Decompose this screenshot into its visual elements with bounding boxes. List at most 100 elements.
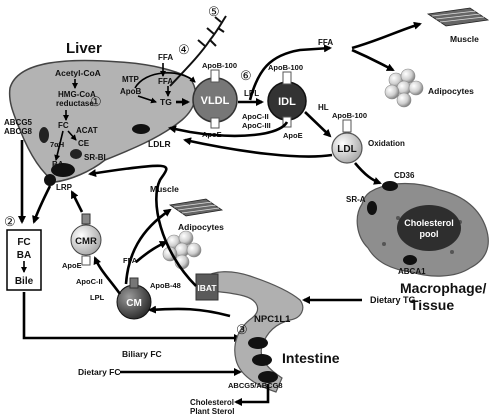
cmr-to-lrp-arrow xyxy=(70,190,84,213)
plant-sterol-label: Plant Sterol xyxy=(190,407,234,416)
ldl-to-ldlr-arrow xyxy=(183,137,333,158)
cholesterol-out-label: Cholesterol xyxy=(190,398,234,407)
oxidation-label: Oxidation xyxy=(368,139,405,148)
cm-label: CM xyxy=(126,298,142,309)
hl-label: HL xyxy=(318,103,329,112)
abcg-transporter xyxy=(39,127,49,143)
muscle-mid-label: Muscle xyxy=(150,184,179,194)
mtp-to-vldl-arrow xyxy=(134,72,196,89)
cmr-apoc2-label: ApoC-II xyxy=(76,277,103,286)
vldl-apob100-tab xyxy=(210,69,220,83)
intestine-shape xyxy=(203,271,304,393)
cholesterol-pool-label-1: Cholesterol xyxy=(404,218,454,228)
bile-box xyxy=(6,229,42,291)
ldl-label: LDL xyxy=(337,144,356,155)
ldl-apob100-tab xyxy=(342,119,352,133)
cd36-receptor xyxy=(382,181,398,191)
idl-apob100-tab xyxy=(282,71,292,85)
acetyl-coa-label: Acetyl-CoA xyxy=(55,68,101,78)
idl-apoc2-label: ApoC-II xyxy=(242,112,269,121)
ldl-apob100-label: ApoB-100 xyxy=(332,111,367,120)
abcg5-abcg8-label: ABCG5/ABCG8 xyxy=(228,381,283,390)
ba-label: BA xyxy=(52,160,64,169)
tissue-title: Tissue xyxy=(410,297,454,313)
idl-to-ldl-arrow xyxy=(304,111,332,138)
fc-to-ce-arrow xyxy=(67,130,77,141)
cmr-label: CMR xyxy=(75,236,97,247)
idl-to-ldlr-arrow xyxy=(168,121,289,138)
ffa-to-adipocytes-arrow xyxy=(351,48,395,72)
ibat-label: IBAT xyxy=(197,283,217,293)
biliary-fc-label: Biliary FC xyxy=(122,349,162,359)
muscle-mid-icon xyxy=(168,198,224,217)
bile-to-intestine-arrow xyxy=(22,292,242,342)
ce-label: CE xyxy=(78,139,90,148)
sr-bi-receptor xyxy=(70,149,82,159)
cmr-apob-tab xyxy=(81,213,91,225)
dietary-fc-label: Dietary FC xyxy=(78,367,121,377)
intestine-to-cm-arrow xyxy=(148,305,231,318)
ffa-top-label: FFA xyxy=(318,38,333,47)
ffa-liver-label: FFA xyxy=(158,77,173,86)
step-1-marker: ① xyxy=(90,94,102,109)
sympathetic-nerve-branch xyxy=(169,15,227,87)
bile-duct-node xyxy=(44,174,56,186)
macrophage-title: Macrophage/ xyxy=(400,280,486,296)
cholesterol-pool-label-2: pool xyxy=(420,229,439,239)
abcg8-label: ABCG8 xyxy=(4,127,33,136)
cm-ffa-to-muscle-arrow xyxy=(124,208,172,285)
npc1l1-transporter-2 xyxy=(252,354,272,366)
fc-to-ba-arrow xyxy=(54,130,64,161)
cmr-apoe-label: ApoE xyxy=(62,261,82,270)
gallbladder-shape xyxy=(51,163,75,177)
step-2-marker: ② xyxy=(4,214,16,229)
liver-shape xyxy=(8,59,197,183)
fc-label: FC xyxy=(58,121,69,130)
step-5-marker: ⑤ xyxy=(208,4,220,19)
npc1l1-label: NPC1L1 xyxy=(254,314,291,325)
abcg5-label: ABCG5 xyxy=(4,118,33,127)
seven-alpha-h-label: 7αH xyxy=(50,140,64,149)
ldl-particle xyxy=(331,132,363,164)
ibat-to-liver-arrow xyxy=(88,164,197,287)
ldlr-receptor xyxy=(132,124,150,134)
sr-a-receptor xyxy=(367,201,377,215)
tg-label: TG xyxy=(160,97,172,107)
ldl-to-macrophage-arrow xyxy=(354,162,382,185)
adipocytes-top-icon xyxy=(384,68,424,108)
vldl-apoe-tab xyxy=(210,117,220,129)
bile-box-bile: Bile xyxy=(15,276,34,287)
cd36-label: CD36 xyxy=(394,171,415,180)
cm-ffa-to-adipocytes-arrow xyxy=(135,240,168,263)
idl-apob100-label: ApoB-100 xyxy=(268,63,303,72)
adipocytes-mid-label: Adipocytes xyxy=(178,222,224,232)
abca1-transporter xyxy=(403,255,417,265)
cm-apob48-label: ApoB-48 xyxy=(150,281,181,290)
cm-to-cmr-arrow xyxy=(93,256,122,295)
vldl-apob100-label: ApoB-100 xyxy=(202,61,237,70)
apob-label: ApoB xyxy=(120,87,142,96)
cmr-particle xyxy=(70,224,102,256)
idl-apoc3-label: ApoC-III xyxy=(242,121,271,130)
abcg5-abcg8-transporter xyxy=(258,371,278,383)
intestine-title: Intestine xyxy=(282,350,340,366)
cholesterol-pool xyxy=(397,205,461,251)
lrp-label: LRP xyxy=(56,183,73,192)
ibat-transporter xyxy=(195,273,219,301)
sterol-efflux-arrow xyxy=(234,384,270,406)
bile-box-fc: FC xyxy=(17,237,30,248)
sr-a-label: SR-A xyxy=(346,195,366,204)
step-6-marker: ⑥ xyxy=(240,68,252,83)
vldl-label: VLDL xyxy=(201,95,230,107)
bile-box-ba: BA xyxy=(17,250,31,261)
ldlr-label: LDLR xyxy=(148,139,171,149)
sr-bi-label: SR-BI xyxy=(84,153,106,162)
cm-apob48-tab xyxy=(129,277,139,289)
dietary-tg-label: Dietary TG xyxy=(370,295,416,305)
idl-label: IDL xyxy=(278,96,296,108)
ffa-mid-label: FFA xyxy=(123,256,138,265)
npc1l1-transporter-1 xyxy=(248,337,268,349)
vldl-ffa-flow-arrow xyxy=(248,44,332,101)
